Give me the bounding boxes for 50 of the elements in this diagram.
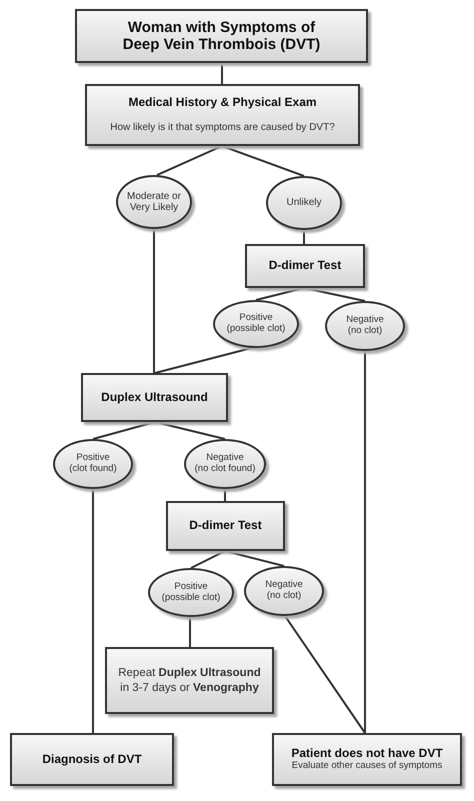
connector-line bbox=[304, 287, 366, 302]
connector-line bbox=[190, 550, 226, 569]
step-title: Patient does not have DVT bbox=[291, 747, 443, 761]
process-box bbox=[166, 501, 285, 551]
outcome-label: Negative (no clot) bbox=[346, 315, 384, 337]
step-title: Medical History & Physical Exam bbox=[128, 96, 317, 110]
outcome-label: Positive (clot found) bbox=[69, 453, 117, 475]
connector-line bbox=[153, 229, 155, 373]
connector-line bbox=[221, 63, 223, 84]
result-ellipse bbox=[244, 566, 324, 616]
step-title: D-dimer Test bbox=[189, 519, 262, 533]
connector-line bbox=[92, 489, 94, 733]
connector-line bbox=[222, 145, 304, 177]
connector-line bbox=[303, 230, 305, 244]
step-title: Duplex Ultrasound bbox=[101, 390, 208, 404]
connector-line bbox=[154, 346, 252, 374]
result-ellipse bbox=[266, 176, 342, 230]
outcome-label: Negative (no clot found) bbox=[194, 453, 256, 475]
connector-line bbox=[224, 489, 226, 501]
process-box bbox=[81, 373, 228, 422]
connector-line bbox=[364, 351, 366, 733]
process-box bbox=[272, 733, 462, 786]
result-ellipse bbox=[184, 439, 266, 489]
step-note: Evaluate other causes of symptoms bbox=[292, 760, 442, 772]
result-ellipse bbox=[213, 300, 299, 348]
outcome-label: Moderate or Very Likely bbox=[126, 190, 182, 214]
outcome-label: Unlikely bbox=[286, 197, 322, 209]
result-ellipse bbox=[116, 175, 192, 229]
process-box bbox=[75, 9, 368, 63]
step-title: Repeat Duplex Ultrasound in 3-7 days or Venography bbox=[117, 666, 262, 695]
connector-line bbox=[224, 550, 284, 567]
connector-line bbox=[154, 421, 226, 440]
connector-line bbox=[256, 287, 304, 301]
outcome-label: Positive (possible clot) bbox=[162, 582, 220, 604]
connector-line bbox=[92, 421, 156, 440]
outcome-label: Negative (no clot) bbox=[265, 580, 303, 602]
outcome-label: Positive (possible clot) bbox=[226, 313, 286, 335]
process-box bbox=[10, 733, 174, 786]
step-title: D-dimer Test bbox=[268, 259, 342, 273]
process-box bbox=[85, 84, 360, 146]
connector-line bbox=[189, 617, 191, 647]
result-ellipse bbox=[53, 439, 133, 489]
process-box bbox=[245, 244, 365, 288]
process-box bbox=[105, 647, 274, 714]
step-title: Woman with Symptoms of Deep Vein Thrombois (DVT) bbox=[122, 18, 322, 54]
step-title: Diagnosis of DVT bbox=[42, 752, 142, 766]
step-note: How likely is it that symptoms are caused by DVT? bbox=[110, 122, 335, 134]
result-ellipse bbox=[148, 568, 234, 617]
result-ellipse bbox=[325, 301, 405, 351]
connector-line bbox=[156, 145, 222, 176]
